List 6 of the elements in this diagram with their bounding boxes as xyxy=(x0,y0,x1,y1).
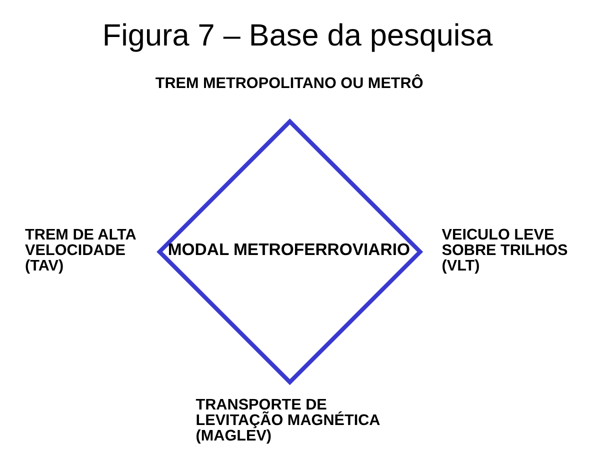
node-label: VEICULO LEVE SOBRE TRILHOS (VLT) xyxy=(442,226,568,274)
node-label: TREM DE ALTA VELOCIDADE (TAV) xyxy=(25,226,136,274)
node-label: TREM METROPOLITANO OU METRÔ xyxy=(155,74,424,92)
node-diamond: MODAL METROFERROVIARIO xyxy=(156,118,424,385)
node-label: TRANSPORTE DE LEVITAÇÃO MAGNÉTICA (MAGLEV) xyxy=(196,396,380,444)
diagram-title: Figura 7 – Base da pesquisa xyxy=(102,18,493,52)
